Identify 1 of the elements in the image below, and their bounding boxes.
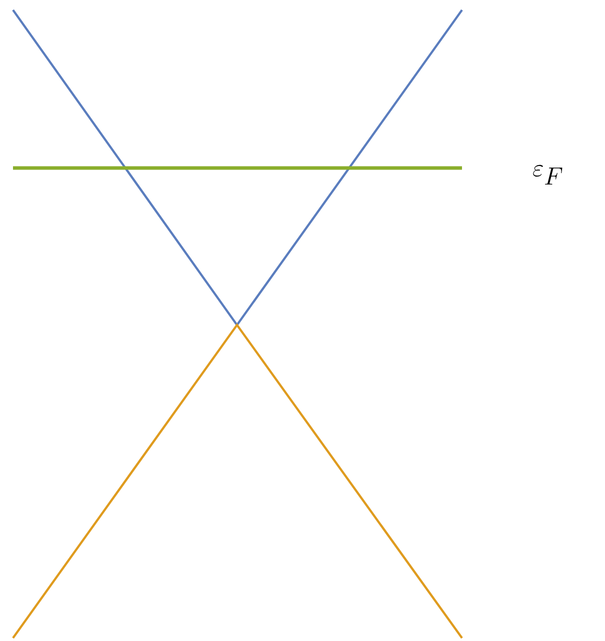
level-label: $\varepsilon_F$: [533, 164, 562, 185]
